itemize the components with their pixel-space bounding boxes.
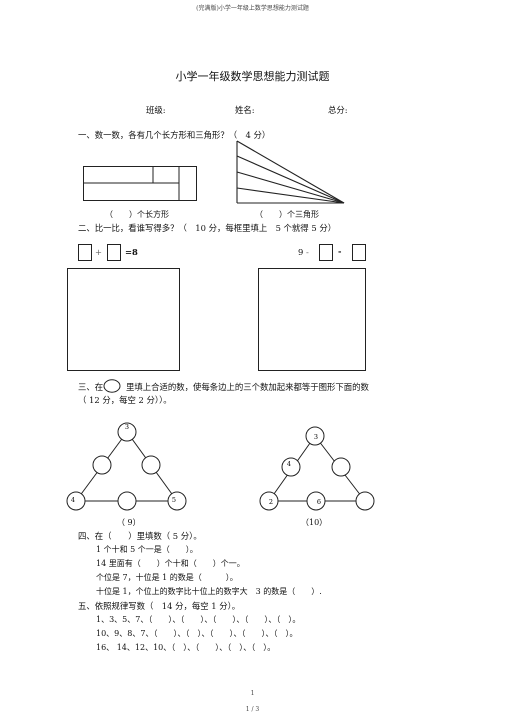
q3-left-node-bl <box>66 491 86 511</box>
q3-right-node-bl <box>259 491 279 511</box>
q2-right-box-1 <box>319 244 333 261</box>
q5-line-2: 10、9、8、7、（ ）、（ ）、（ ）、（ ）、（ ）。 <box>96 629 298 638</box>
q2-right-answer-box[interactable] <box>258 268 366 371</box>
q3-left-node-bm[interactable] <box>117 491 137 511</box>
q1-heading: 一、数一数，各有几个长方形和三角形？（ 4 分） <box>78 130 271 140</box>
q3-left-node-ml[interactable] <box>92 455 112 475</box>
q3-left-node-mr[interactable] <box>141 455 161 475</box>
circle-icon <box>103 379 121 393</box>
q2-right-nine: 9 <box>298 247 304 257</box>
q2-left-answer-box[interactable] <box>67 268 180 371</box>
q3-right-top-value: 3 <box>314 433 318 441</box>
q2-left-eq: =8 <box>125 247 138 257</box>
q2-right-box-2 <box>352 244 366 261</box>
q1-rect-answer: （ ）个长方形 <box>105 210 169 219</box>
q4-line-3: 个位是 7，十位是 1 的数是（ ）。 <box>96 573 238 582</box>
q5-line-1: 1、3、5、7、（ ）、（ ）、（ ）、（ ）、（ ）。 <box>96 615 301 624</box>
q2-right-minus2: - <box>338 246 342 256</box>
q3-right-node-ml <box>281 457 301 477</box>
q3-right-ml-value: 4 <box>287 460 291 468</box>
q2-left-box-1 <box>78 244 92 261</box>
q3-right-sum: （10） <box>301 518 328 527</box>
q3-right-node-mr[interactable] <box>331 457 351 477</box>
page-header: (完满版)小学一年级上数学思想能力测试题 <box>196 5 309 12</box>
q3-right-bl-value: 2 <box>269 498 273 506</box>
q2-right-minus: - <box>306 247 309 257</box>
q3-right-node-br[interactable] <box>355 491 375 511</box>
q1-triangles-figure <box>236 140 345 204</box>
name-label: 姓名: <box>235 105 255 115</box>
score-label: 总分: <box>328 105 348 115</box>
q3-left-top-value: 3 <box>125 423 129 431</box>
page-of: 1 / 3 <box>245 706 260 713</box>
q5-line-3: 16、 14、12、10、（ ）、（ ）、（ ）、（ ）。 <box>96 643 276 652</box>
page-number: 1 <box>250 690 255 697</box>
q3-left-br-value: 5 <box>172 496 176 504</box>
q2-left-box-2 <box>107 244 121 261</box>
q3-right-triangle: 3 4 2 6 <box>259 426 375 511</box>
q1-rectangles-figure <box>83 166 197 201</box>
q3-heading-c: （ 12 分，每空 2 分））。 <box>78 395 172 405</box>
q1-tri-answer: （ ）个三角形 <box>255 210 319 219</box>
q4-line-1: 1 个十和 5 个一是（ ）。 <box>96 545 198 554</box>
page-title: 小学一年级数学思想能力测试题 <box>175 70 330 83</box>
q2-left-plus: + <box>95 247 103 257</box>
q3-heading-b: 里填上合适的数，使每条边上的三个数加起来都等于图形下面的数 <box>126 382 369 392</box>
q3-right-node-top <box>305 426 325 446</box>
q5-heading: 五、依照规律写数（ 14 分，每空 1 分）。 <box>78 601 241 611</box>
q3-left-sum: （ 9） <box>117 518 141 527</box>
q4-line-4: 十位是 1，个位上的数字比十位上的数字大 3 的数是（ ）. <box>96 587 322 596</box>
q4-line-2: 14 里面有（ ）个十和（ ）个一。 <box>96 559 245 568</box>
class-label: 班级: <box>146 105 166 115</box>
q3-left-bl-value: 4 <box>71 496 75 504</box>
q4-heading: 四、在（ ）里填数（ 5 分）。 <box>78 531 202 541</box>
q3-left-triangle: 3 4 5 <box>66 422 187 511</box>
q3-right-bm-value: 6 <box>317 498 321 506</box>
q2-heading: 二、比一比，看谁写得多？（ 10 分，每框里填上 5 个就得 5 分） <box>78 223 337 233</box>
q3-right-node-bm <box>306 491 326 511</box>
q3-left-node-top <box>117 422 137 442</box>
q3-heading-a: 三、在 <box>78 382 104 392</box>
q3-left-node-br <box>167 491 187 511</box>
